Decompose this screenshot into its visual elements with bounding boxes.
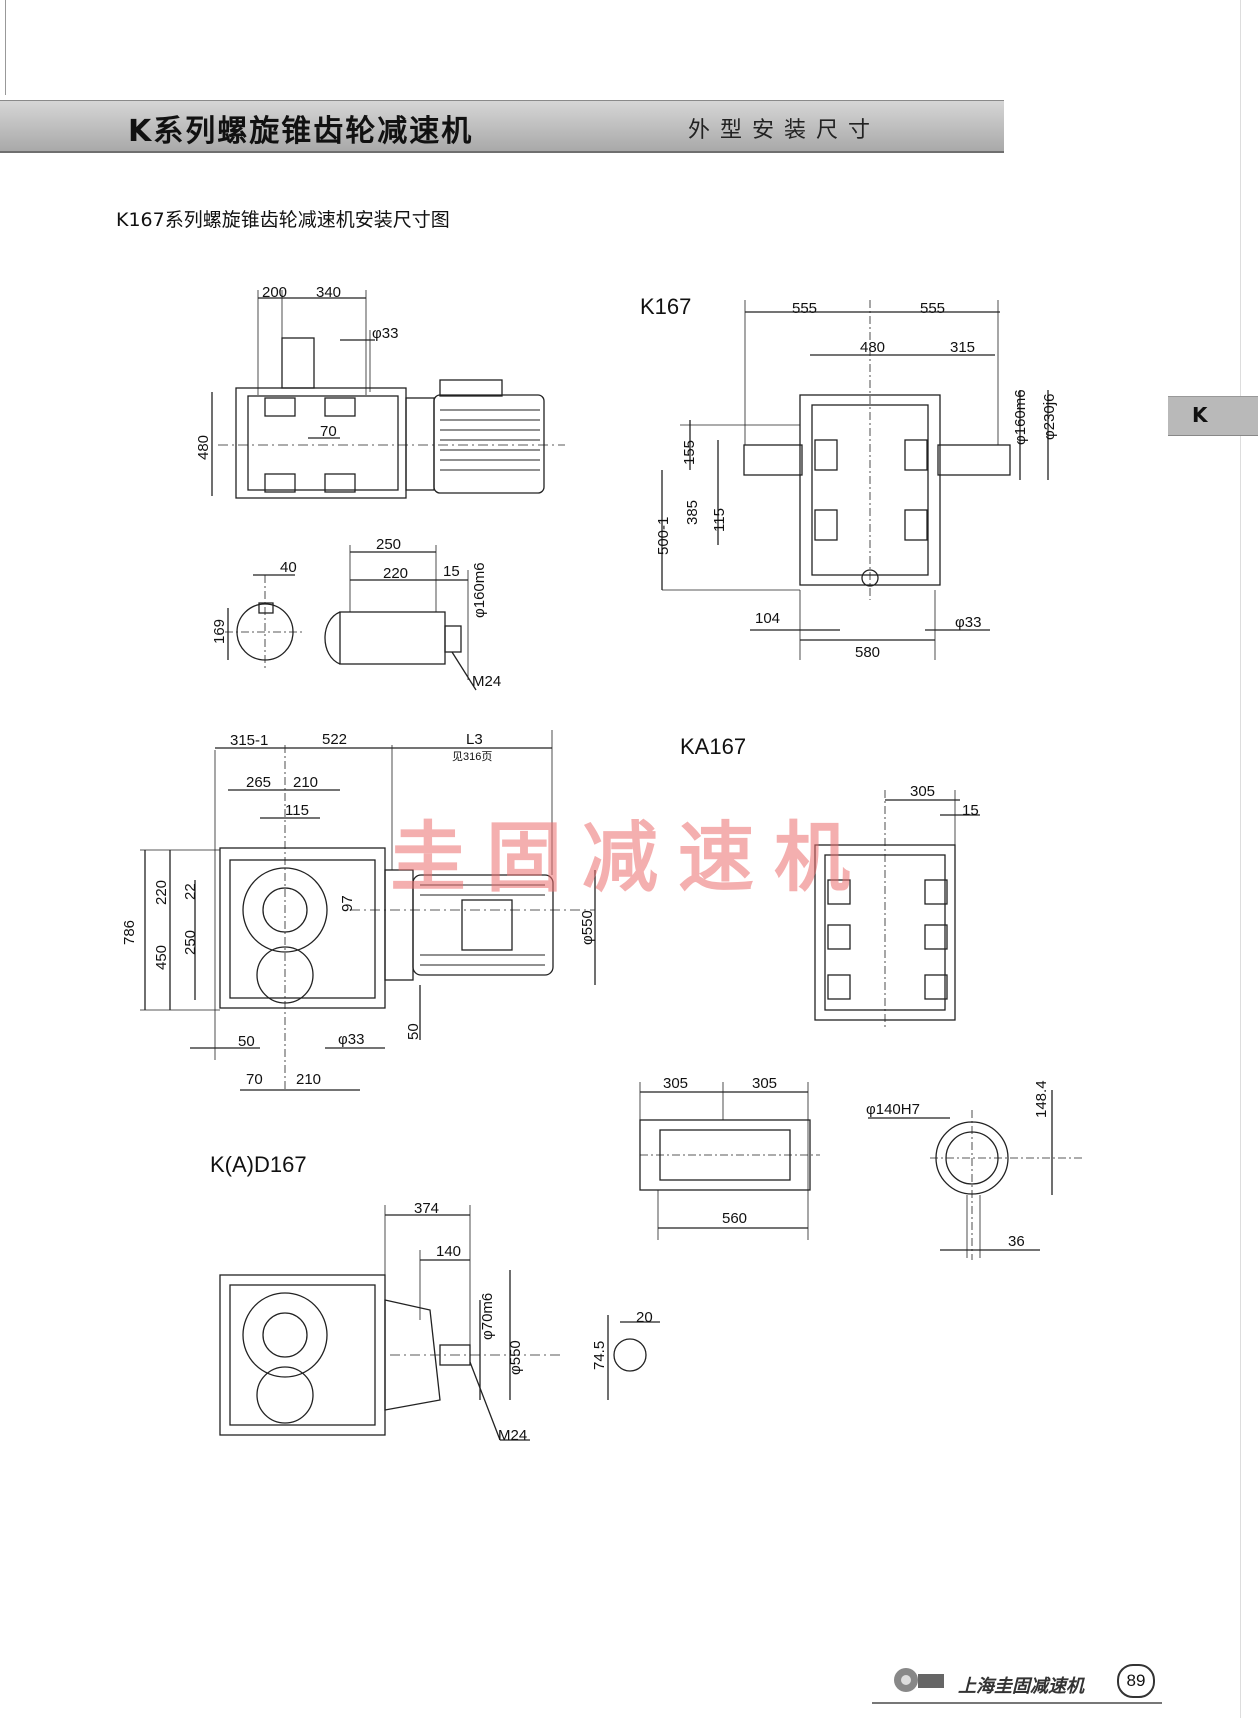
dim-phi550b: φ550 — [507, 1340, 524, 1375]
dim-480: 480 — [195, 435, 212, 460]
dim-265: 265 — [246, 774, 271, 791]
dim-786: 786 — [121, 920, 138, 945]
view-hollow-shaft — [639, 1082, 820, 1240]
view-output-shaft — [324, 545, 477, 691]
dim-15: 15 — [443, 563, 460, 580]
section-title: K167系列螺旋锥齿轮减速机安装尺寸图 — [116, 209, 450, 231]
label-kad167: K(A)D167 — [210, 1152, 307, 1177]
dim-phi33: φ33 — [372, 325, 398, 342]
dim-115: 115 — [711, 508, 728, 532]
dim-140: 140 — [436, 1243, 461, 1260]
dim-450: 450 — [153, 945, 170, 970]
note-see-page: 见316页 — [452, 751, 492, 763]
header-band — [0, 100, 1004, 153]
dim-200: 200 — [262, 284, 287, 301]
dim-374: 374 — [414, 1200, 439, 1217]
gear-logo-icon — [894, 1668, 944, 1692]
dim-522: 522 — [322, 731, 347, 748]
dim-210b: 210 — [296, 1071, 321, 1088]
dim-50a: 50 — [238, 1033, 255, 1050]
dim-555b: 555 — [920, 300, 945, 317]
dim-305b: 305 — [663, 1075, 688, 1092]
dim-315-1: 315-1 — [230, 732, 268, 749]
dim-305a: 305 — [910, 783, 935, 800]
view-hollow-section — [868, 1090, 1085, 1260]
dim-20: 20 — [636, 1309, 653, 1326]
dim-385: 385 — [684, 500, 701, 525]
dim-70: 70 — [320, 423, 337, 440]
crop-mark-right — [1240, 0, 1241, 1718]
dim-phi70m6: φ70m6 — [479, 1293, 496, 1340]
view-k167 — [661, 300, 1049, 660]
dim-36: 36 — [1008, 1233, 1025, 1250]
dim-340: 340 — [316, 284, 341, 301]
view-top-plan — [211, 290, 565, 499]
dim-580: 580 — [855, 644, 880, 661]
dim-l3: L3 — [466, 731, 483, 748]
dim-220: 220 — [383, 565, 408, 582]
dim-phi230j6: φ230j6 — [1041, 394, 1058, 440]
dim-phi140h7: φ140H7 — [866, 1101, 920, 1118]
side-tab-label: K — [1192, 403, 1208, 427]
label-ka167: KA167 — [680, 734, 746, 759]
crop-mark-vertical — [5, 0, 6, 95]
page-title: K系列螺旋锥齿轮减速机 — [128, 114, 474, 149]
dim-155: 155 — [681, 440, 698, 465]
dim-560: 560 — [722, 1210, 747, 1227]
page-subtitle: 外型安装尺寸 — [688, 118, 881, 143]
dim-97: 97 — [339, 895, 356, 912]
dim-480b: 480 — [860, 339, 885, 356]
dim-22: 22 — [182, 883, 199, 900]
dim-115b: 115 — [285, 802, 309, 819]
dim-500-1: 500-1 — [655, 517, 672, 555]
dim-250: 250 — [376, 536, 401, 553]
footer-company: 上海圭固减速机 — [958, 1676, 1084, 1697]
side-tab[interactable]: K — [1168, 396, 1258, 436]
view-front — [140, 730, 596, 1091]
footer-rule — [872, 1702, 1162, 1704]
dim-m24: M24 — [472, 673, 501, 690]
label-k167: K167 — [640, 294, 691, 319]
dim-104: 104 — [755, 610, 780, 627]
dim-210: 210 — [293, 774, 318, 791]
dim-148-4: 148.4 — [1033, 1080, 1050, 1118]
view-ka167 — [814, 790, 980, 1030]
dim-315: 315 — [950, 339, 975, 356]
view-kad167 — [219, 1205, 660, 1441]
dim-phi160m6b: φ160m6 — [1012, 389, 1029, 445]
dim-phi33c: φ33 — [338, 1031, 364, 1048]
page-number: 89 — [1117, 1664, 1155, 1698]
dim-50b: 50 — [405, 1023, 422, 1040]
watermark: 圭固减速机 — [390, 813, 870, 902]
dim-phi160m6: φ160m6 — [471, 562, 488, 618]
dim-305c: 305 — [752, 1075, 777, 1092]
dim-70b: 70 — [246, 1071, 263, 1088]
dim-169: 169 — [211, 619, 228, 644]
view-key-section — [225, 574, 305, 668]
dim-220b: 220 — [153, 880, 170, 905]
dim-phi550: φ550 — [579, 910, 596, 945]
dim-phi33b: φ33 — [955, 614, 981, 631]
dim-250b: 250 — [182, 930, 199, 955]
dim-40: 40 — [280, 559, 297, 576]
dim-555a: 555 — [792, 300, 817, 317]
dim-74-5: 74.5 — [591, 1341, 608, 1370]
dim-15b: 15 — [962, 802, 979, 819]
dim-m24b: M24 — [498, 1427, 527, 1444]
